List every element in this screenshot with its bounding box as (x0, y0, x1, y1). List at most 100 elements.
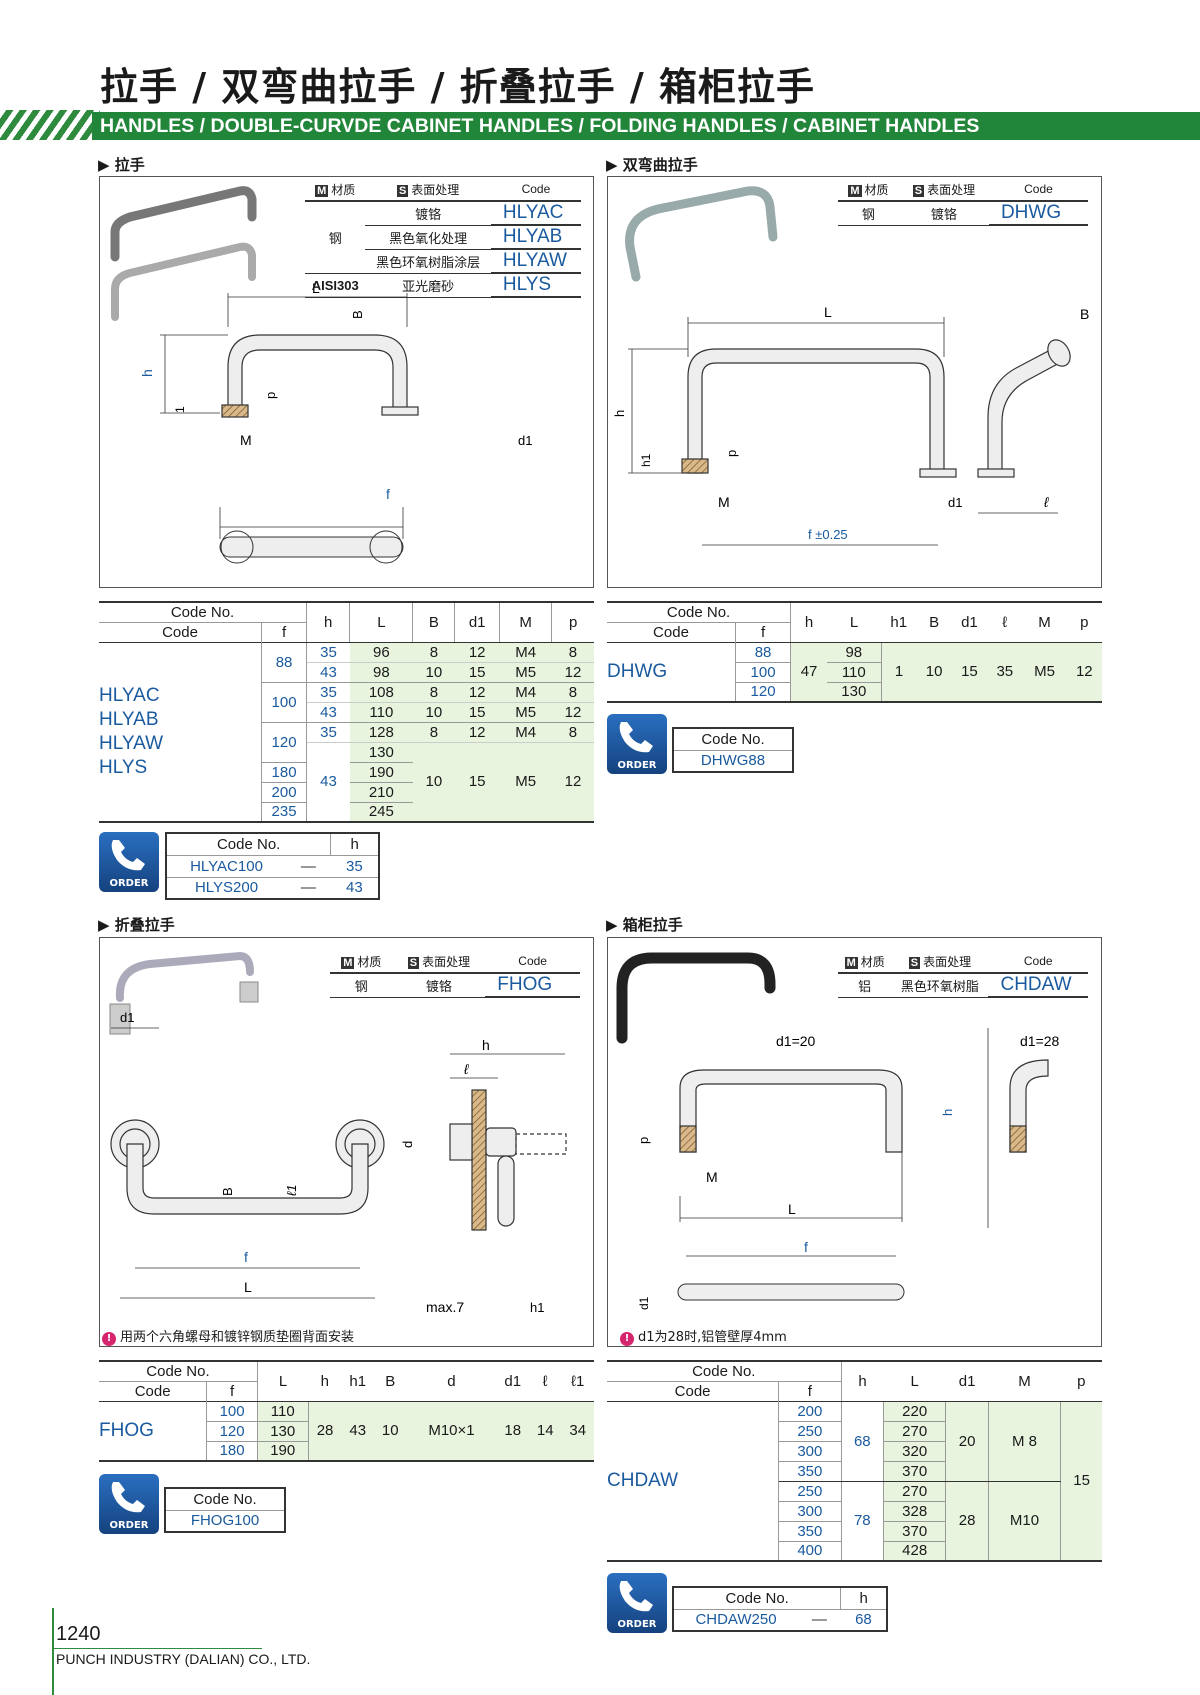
cell-p: 12 (1066, 642, 1102, 702)
cell-L: 130 (827, 682, 882, 702)
th-B: B (373, 1361, 407, 1402)
dhwg-diagram: L B h h1 p M d1 ℓ f ±0.25 (612, 186, 1089, 546)
dhwg-dim-lines (628, 317, 1058, 546)
handle-photo (110, 186, 257, 321)
fhog-order-button[interactable]: ORDER (99, 1474, 159, 1534)
th-L: L (349, 602, 414, 643)
mat-code: FHOG (485, 973, 580, 998)
fhog-diagram: d1 h ℓ d B ℓ1 f L max.7 h1 (109, 951, 567, 1315)
order-cell: 68 (855, 1611, 872, 1629)
th-p: p (1066, 602, 1102, 643)
mat-steel: 钢 (838, 201, 899, 226)
cell-L: 370 (883, 1521, 947, 1541)
mat-surface: 亚光磨砂 (365, 273, 491, 298)
mat-code: HLYAW (490, 249, 581, 274)
cell-h1: 43 (341, 1401, 374, 1461)
cell-f: 250 (778, 1481, 842, 1501)
mat-header-code: Code (490, 178, 581, 202)
cell-f: 88 (261, 642, 308, 682)
cell-f: 120 (206, 1421, 258, 1441)
mat-header-code: Code (485, 950, 580, 974)
cell-p: 8 (551, 722, 594, 742)
mat-code: CHDAW (988, 973, 1088, 998)
order-example: DHWG88 (700, 752, 766, 770)
chdaw-note-text: d1为28时,铝管壁厚4mm (638, 1330, 787, 1345)
section-chdaw-title: ▶ 箱柜拉手 (606, 916, 683, 934)
order-cell: 43 (346, 879, 363, 897)
th-h: h (790, 602, 827, 643)
dim-d20: d1=20 (776, 1033, 816, 1049)
order-th: h (330, 833, 379, 855)
cell-f: 88 (735, 642, 792, 662)
chdaw-note: ! d1为28时,铝管壁厚4mm (620, 1326, 787, 1346)
cell-f: 100 (261, 682, 308, 722)
dim-f: f ±0.25 (808, 527, 848, 542)
dhwg-front-view (681, 348, 957, 478)
cell-d1: 15 (454, 662, 500, 682)
order-cell: CHDAW250 (695, 1611, 777, 1629)
dim-p: p (636, 1137, 651, 1144)
th-f: f (261, 622, 308, 642)
mat-aisi: AISI303 (305, 273, 366, 298)
order-cell: HLYAC100 (190, 857, 263, 875)
dhwg-diagram-panel: L B h h1 p M d1 ℓ f ±0.25 (607, 176, 1102, 588)
cell-M: M5 (499, 702, 552, 722)
th-M: M (988, 1361, 1061, 1402)
cell-L: 110 (257, 1401, 309, 1421)
cell-M: M4 (499, 682, 552, 702)
section-handles-label: 拉手 (114, 156, 145, 174)
cell-h: 43 (320, 703, 337, 721)
cell-f: 300 (778, 1441, 842, 1461)
section-handles-title: ▶ 拉手 (98, 156, 145, 174)
cell-L: 98 (349, 662, 413, 682)
dhwg-side-view (977, 339, 1071, 478)
cell-f: 235 (261, 802, 308, 822)
fhog-code: FHOG (99, 1401, 208, 1461)
phone-icon (619, 1581, 653, 1612)
cell-L: 108 (349, 682, 413, 702)
th-f: f (735, 622, 792, 642)
dhwg-order-table: Code No. DHWG88 (672, 727, 794, 773)
dim-L: L (788, 1201, 796, 1217)
band-bar (92, 112, 1200, 140)
cell-l: 14 (528, 1401, 562, 1461)
handles-order-button[interactable]: ORDER (99, 832, 159, 892)
cell-M: M5 (499, 662, 552, 682)
dim-d1: d1 (120, 1010, 134, 1025)
order-example: FHOG100 (190, 1512, 260, 1530)
dim-f: f (804, 1239, 808, 1255)
cell-d1: 12 (454, 642, 500, 662)
dim-h1: h1 (639, 453, 653, 467)
cell-h: 78 (841, 1481, 884, 1561)
dim-p: p (724, 450, 739, 457)
cell-f: 350 (778, 1461, 842, 1481)
cell-B: 8 (412, 642, 455, 662)
section-chdaw-label: 箱柜拉手 (622, 916, 683, 934)
cell-M: M 8 (988, 1401, 1062, 1482)
mat-surface: 黑色环氧树脂 (891, 973, 989, 998)
cell-d1: 28 (945, 1481, 989, 1561)
cell-L: 328 (883, 1501, 947, 1521)
page-title-cn: 拉手 / 双弯曲拉手 / 折叠拉手 / 箱柜拉手 (100, 65, 816, 109)
mat-surface: 镀铬 (898, 201, 989, 226)
cell-f: 200 (778, 1401, 842, 1421)
th-d1: d1 (951, 602, 988, 643)
order-th: Code No. (193, 1490, 257, 1508)
chdaw-order-button[interactable]: ORDER (607, 1573, 667, 1633)
fhog-dim-lines (111, 1027, 565, 1299)
cell-f: 250 (778, 1421, 842, 1441)
cell-L: 98 (827, 642, 882, 662)
cell-L: 320 (883, 1441, 947, 1461)
th-L: L (883, 1361, 946, 1402)
th-f: f (778, 1381, 842, 1401)
dhwg-order-button[interactable]: ORDER (607, 714, 667, 774)
cell-B: 10 (412, 742, 455, 822)
cell-d1: 12 (454, 722, 500, 742)
chdaw-code: CHDAW (607, 1401, 780, 1561)
info-icon: ! (620, 1332, 634, 1346)
cell-d: M10×1 (406, 1401, 497, 1461)
